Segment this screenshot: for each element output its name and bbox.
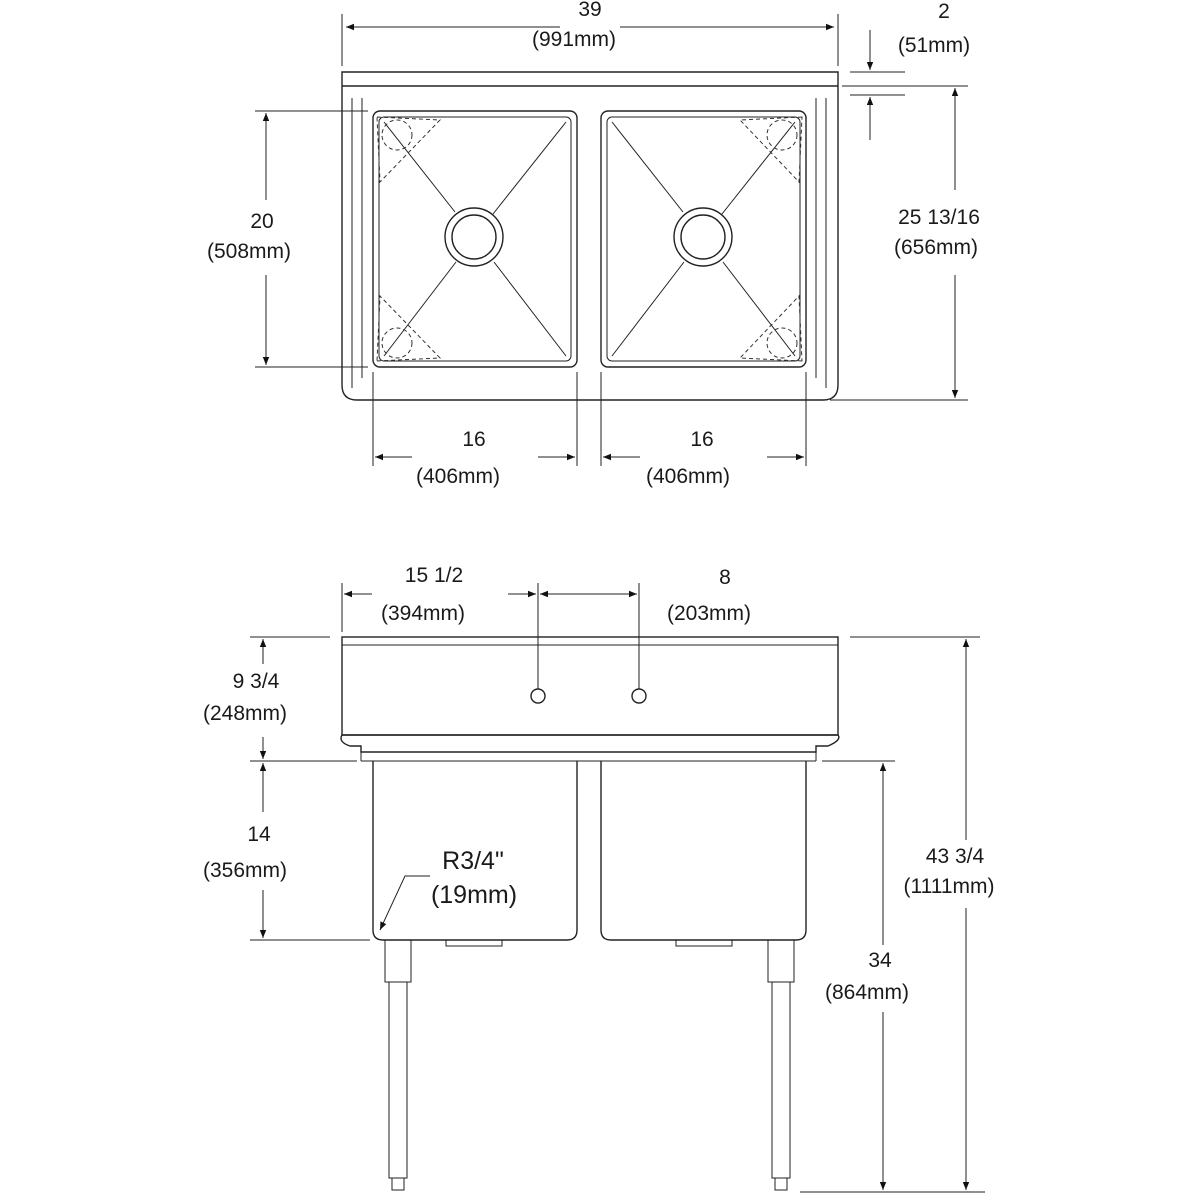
- overall-height-metric: (1111mm): [903, 875, 994, 898]
- dim-left-bowl-width: 16 (406mm): [372, 372, 578, 488]
- backsplash-height-value: 9 3/4: [233, 670, 280, 693]
- left-drain-inner: [451, 214, 497, 260]
- front-view: 15 1/2 (394mm) 8 (203mm) 9 3/4 (248mm) 1…: [203, 564, 995, 1193]
- corner-radius-callout: R3/4" (19mm): [379, 847, 517, 931]
- bowl-depth-metric: (356mm): [203, 859, 287, 882]
- corner-radius-metric: (19mm): [431, 881, 517, 909]
- backsplash-depth-metric: (51mm): [898, 34, 970, 57]
- dim-rim-height: 34 (864mm): [800, 760, 985, 1193]
- first-faucet-hole-value: 15 1/2: [405, 564, 463, 587]
- faucet-spacing-value: 8: [719, 566, 731, 589]
- top-view: 39 (991mm) 2 (51mm) 25 13/16 (656mm): [207, 0, 980, 488]
- right-leg: [767, 939, 795, 1191]
- dim-overall-depth: 25 13/16 (656mm): [830, 85, 980, 401]
- backsplash-height-metric: (248mm): [203, 702, 287, 725]
- left-leg: [384, 939, 412, 1191]
- overall-height-value: 43 3/4: [926, 845, 985, 868]
- faucet-hole-right: [631, 688, 647, 704]
- right-bowl-width-value: 16: [690, 428, 713, 451]
- left-bowl-width-value: 16: [462, 428, 485, 451]
- left-drain-outer: [444, 207, 504, 267]
- top-deck-outline: [341, 71, 839, 401]
- corner-radius-value: R3/4": [442, 847, 504, 875]
- bowl-front-back-value: 20: [250, 210, 273, 233]
- front-rim: [340, 734, 840, 753]
- overall-width-metric: (991mm): [532, 28, 616, 51]
- rim-height-metric: (864mm): [825, 981, 909, 1004]
- left-bowl-plan: [372, 110, 578, 368]
- bowl-depth-value: 14: [247, 823, 271, 846]
- rim-height-value: 34: [868, 949, 892, 972]
- backsplash-panel: [341, 636, 839, 736]
- dim-bowl-depth: 14 (356mm): [203, 763, 370, 941]
- right-drain-body: [675, 939, 733, 947]
- dim-bowl-front-back: 20 (508mm): [207, 110, 368, 368]
- right-bowl-plan: [600, 110, 807, 368]
- dim-overall-width: 39 (991mm): [341, 0, 839, 66]
- faucet-hole-left: [530, 688, 546, 704]
- dim-first-faucet-hole: 15 1/2 (394mm): [341, 564, 640, 689]
- bowl-front-back-metric: (508mm): [207, 240, 291, 263]
- right-drain-inner: [680, 214, 726, 260]
- faucet-spacing-metric: (203mm): [667, 602, 751, 625]
- overall-width-value: 39: [578, 0, 601, 21]
- right-bowl-front: [600, 761, 807, 941]
- backsplash-depth-value: 2: [938, 0, 950, 23]
- overall-depth-value: 25 13/16: [898, 206, 980, 229]
- first-faucet-hole-metric: (394mm): [381, 602, 465, 625]
- right-drain-outer: [673, 207, 733, 267]
- dim-overall-height: 43 3/4 (1111mm): [850, 636, 995, 1190]
- left-bowl-width-metric: (406mm): [416, 465, 500, 488]
- left-drain-body: [445, 939, 503, 947]
- right-bowl-width-metric: (406mm): [646, 465, 730, 488]
- dim-right-bowl-width: 16 (406mm): [600, 372, 807, 488]
- dim-backsplash-depth: 2 (51mm): [850, 0, 970, 140]
- overall-depth-metric: (656mm): [894, 236, 978, 259]
- dim-faucet-spacing: 8 (203mm): [540, 566, 751, 625]
- dim-backsplash-height: 9 3/4 (248mm): [203, 636, 357, 762]
